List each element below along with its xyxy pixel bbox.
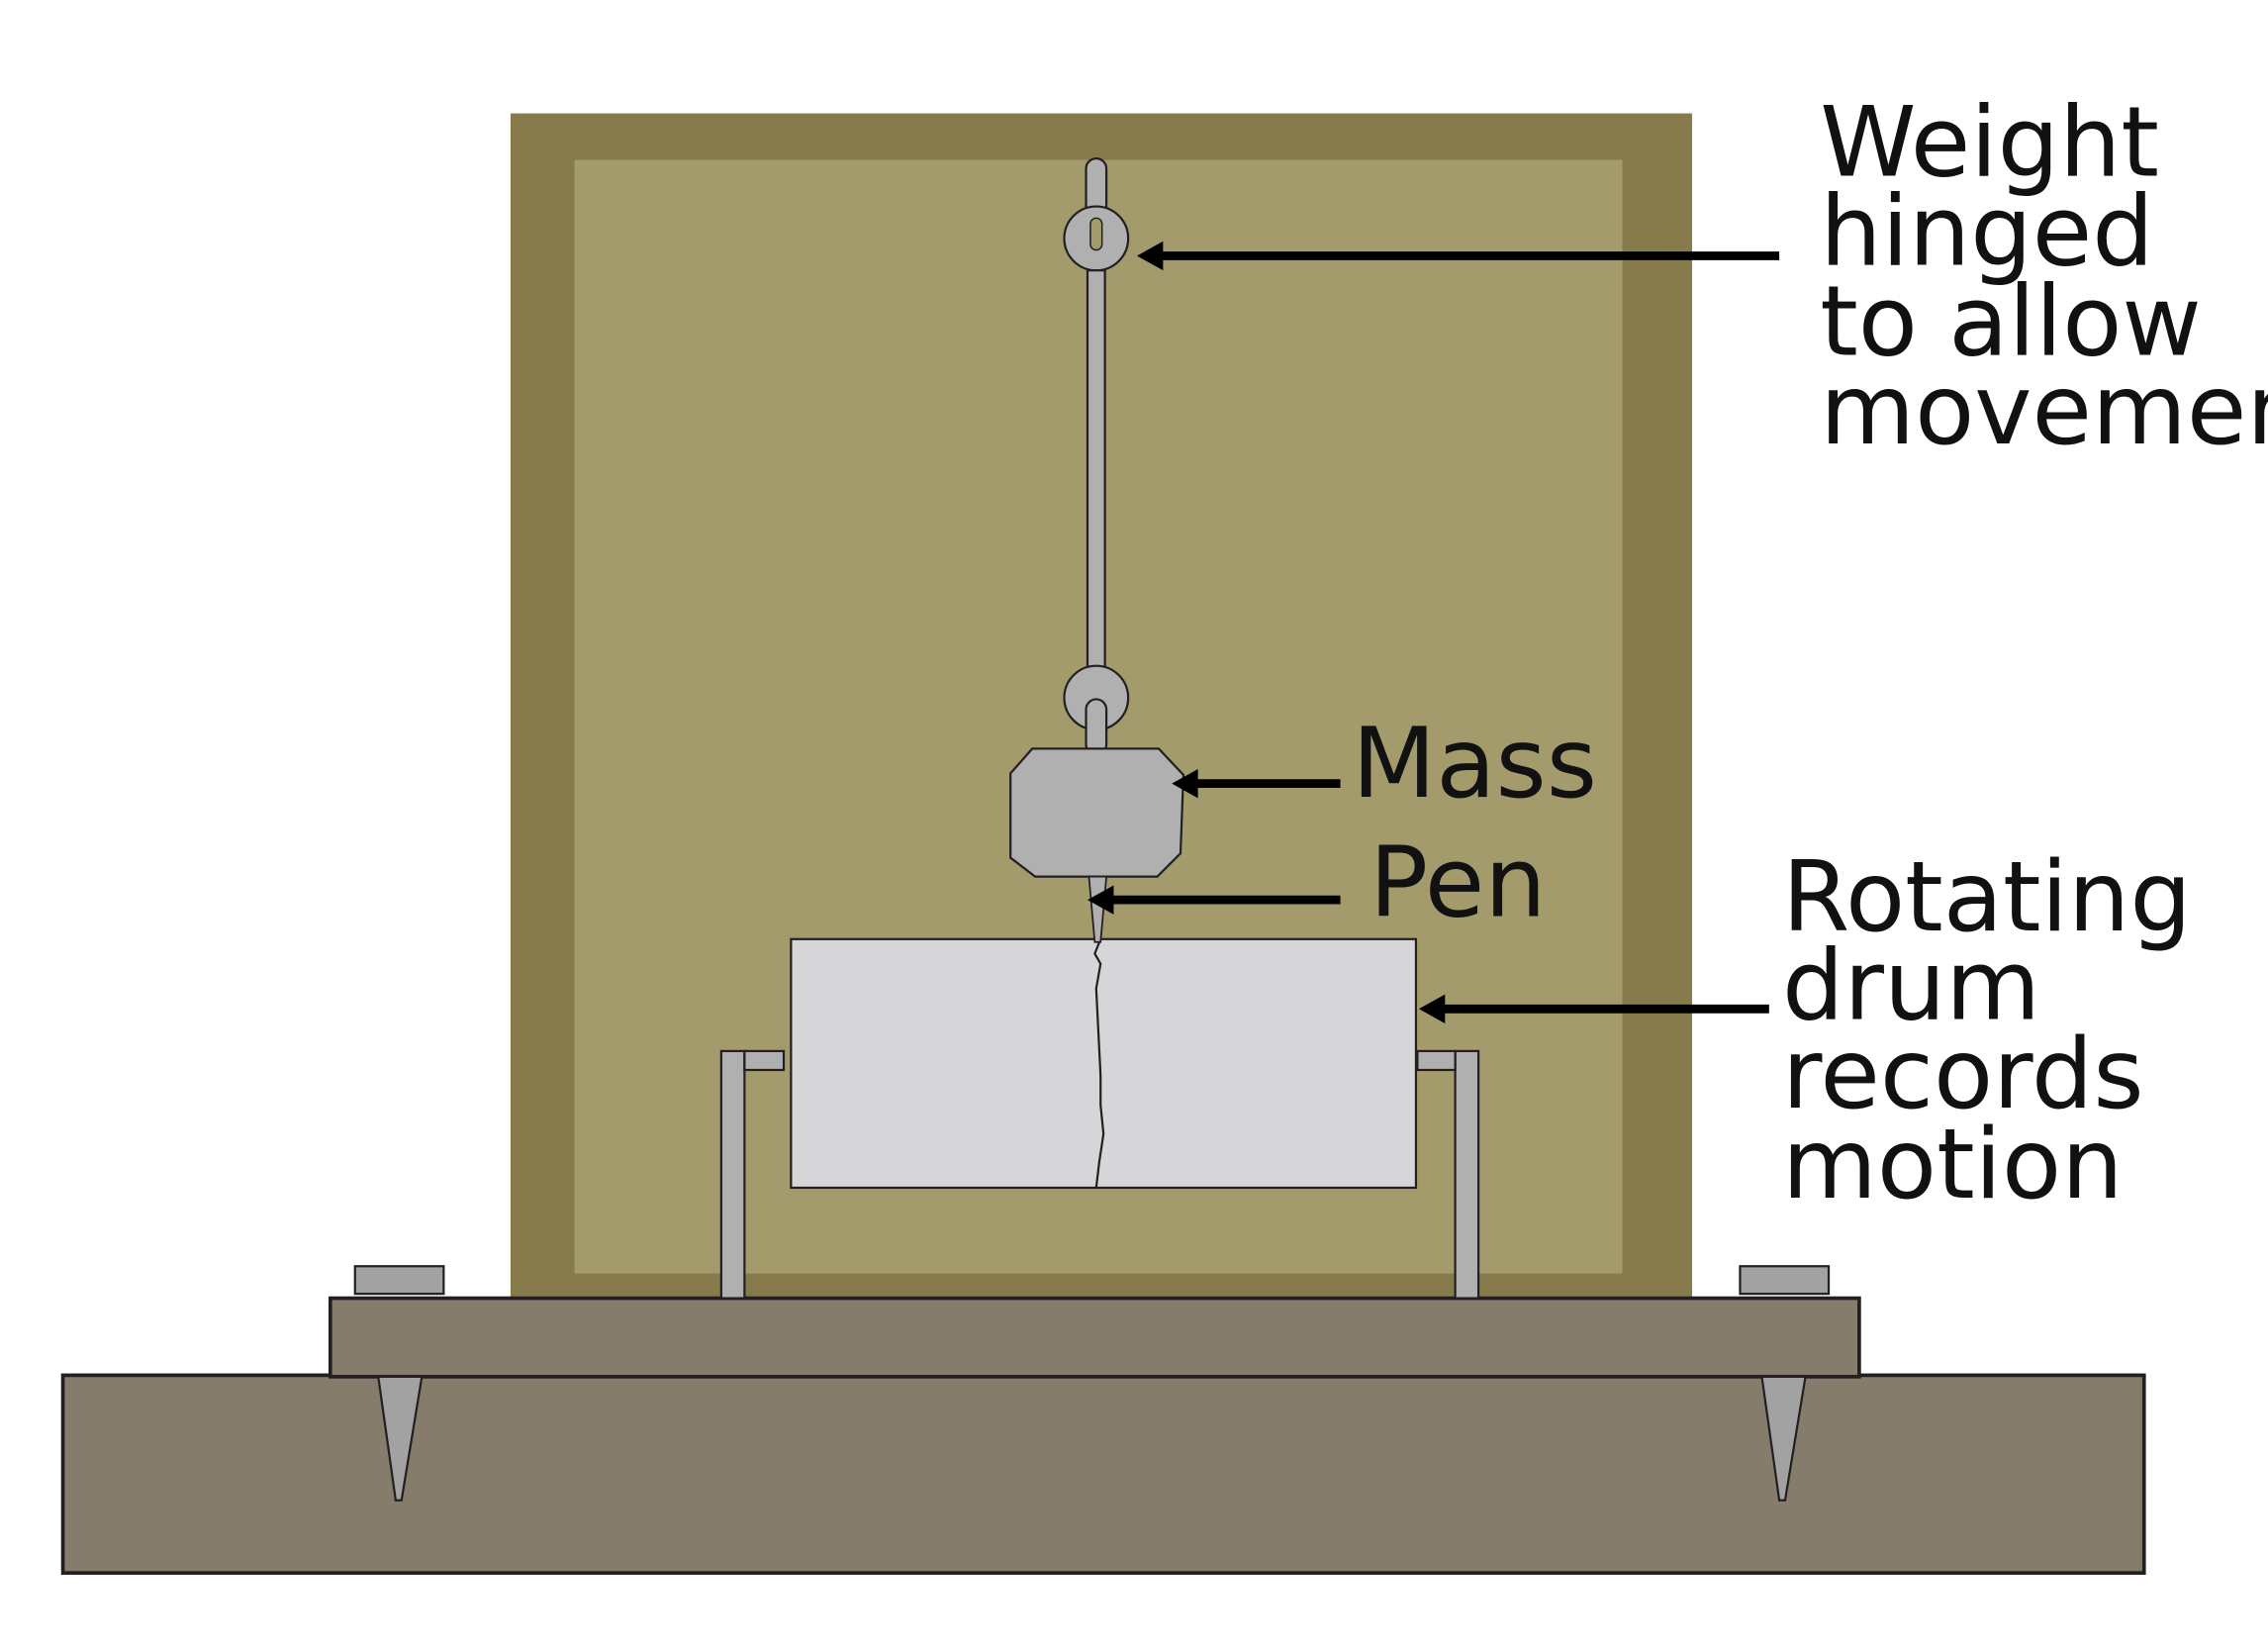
drum-support-right bbox=[1454, 1049, 1480, 1300]
label-pen: Pen bbox=[1370, 826, 1547, 939]
label-mass: Mass bbox=[1352, 708, 1597, 821]
hinge-slot-top bbox=[1089, 217, 1103, 251]
label-weight-line-1: Weight bbox=[1820, 87, 2159, 200]
label-drum-line-3: records bbox=[1782, 1019, 2144, 1131]
platform-plate-left bbox=[353, 1265, 445, 1296]
drum-support-left bbox=[719, 1049, 746, 1300]
label-weight-line-4: movement bbox=[1820, 354, 2268, 467]
arrow-mass bbox=[1172, 768, 1341, 799]
hinge-loop-lower bbox=[1085, 698, 1108, 756]
label-weight-line-3: to allow bbox=[1820, 265, 2202, 378]
label-drum-line-4: motion bbox=[1782, 1109, 2124, 1221]
label-weight: Weight hinged to allow movement bbox=[1820, 87, 2268, 467]
arrow-pen bbox=[1087, 885, 1341, 915]
label-weight-line-2: hinged bbox=[1820, 175, 2153, 288]
pendulum-rod bbox=[1086, 269, 1106, 670]
drum-trace-line bbox=[1093, 938, 1105, 1189]
label-drum-line-2: drum bbox=[1782, 930, 2040, 1043]
arrow-drum bbox=[1418, 994, 1769, 1023]
rotating-drum bbox=[790, 937, 1418, 1190]
ground-base bbox=[60, 1373, 2146, 1575]
drum-axle-right bbox=[1416, 1049, 1457, 1072]
label-drum: Rotating drum records motion bbox=[1782, 841, 2222, 1221]
drum-axle-left bbox=[743, 1049, 786, 1072]
platform bbox=[328, 1296, 1861, 1379]
anchor-spike-left bbox=[376, 1375, 424, 1502]
label-drum-line-1: Rotating bbox=[1782, 841, 2192, 954]
platform-plate-right bbox=[1739, 1265, 1831, 1296]
mass-block bbox=[1009, 747, 1185, 878]
arrow-weight bbox=[1136, 241, 1780, 271]
anchor-spike-right bbox=[1760, 1375, 1807, 1502]
